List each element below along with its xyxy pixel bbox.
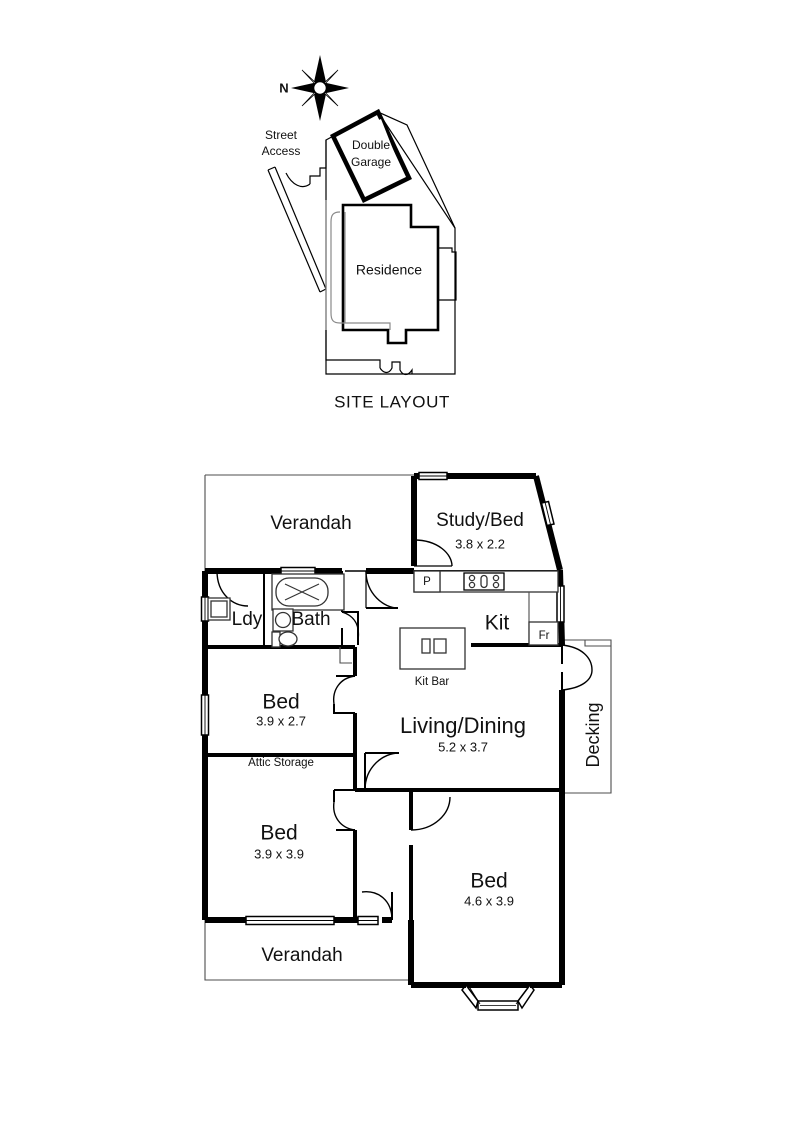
laundry-trough-icon — [207, 597, 231, 621]
kit-bar-island — [399, 627, 466, 670]
door-rear-verandah — [361, 891, 393, 921]
room-dim-study-bed: 3.8 x 2.2 — [455, 536, 505, 551]
door-study-bed — [413, 539, 453, 567]
room-label-study-bed: Study/Bed — [436, 510, 524, 531]
residence-label: Residence — [356, 262, 422, 278]
door-bed3 — [410, 796, 451, 831]
window-study-angled — [540, 500, 555, 527]
annotation-pantry: P — [423, 576, 431, 588]
site-boundary-upper-right — [377, 111, 456, 229]
room-dim-bed3: 4.6 x 3.9 — [464, 893, 514, 908]
driveway-head — [267, 166, 276, 171]
annotation-attic-storage: Attic Storage — [248, 757, 314, 769]
room-label-kitchen: Kit — [485, 612, 510, 635]
driveway-edge-inner — [274, 166, 327, 290]
door-bath — [341, 611, 360, 645]
door-bed1 — [333, 675, 356, 714]
double-garage-fill — [338, 119, 404, 195]
room-label-bed1: Bed — [262, 691, 299, 714]
window-kitchen-right — [556, 585, 565, 623]
site-layout-title: SITE LAYOUT — [334, 392, 450, 411]
door-front-entry — [345, 570, 399, 609]
site-path-step — [379, 361, 413, 376]
room-label-bed2: Bed — [260, 822, 297, 845]
room-label-laundry: Ldy — [232, 609, 263, 630]
room-dim-bed2: 3.9 x 3.9 — [254, 846, 304, 861]
window-bed1-left — [200, 694, 210, 736]
fridge-recess — [528, 621, 559, 646]
residence-verandah-outline — [330, 211, 391, 330]
residence-decking-bump — [438, 247, 457, 301]
room-label-decking: Decking — [583, 702, 603, 767]
decking-top-step — [584, 640, 611, 647]
residence-outline — [341, 203, 440, 345]
door-hall-living — [364, 752, 400, 791]
decking-outline — [561, 639, 612, 794]
wall-nib-below-bath — [339, 647, 352, 664]
cooktop-icon — [463, 572, 505, 591]
street-access-gate — [285, 172, 311, 188]
door-laundry — [216, 570, 249, 607]
window-hall-rear-small — [357, 915, 379, 926]
street-access-label-line2: Access — [262, 144, 301, 158]
driveway-edge-outer — [267, 169, 321, 293]
toilet-icon — [271, 631, 298, 648]
room-label-verandah-front: Verandah — [270, 513, 351, 534]
site-path — [325, 330, 381, 368]
pantry-box — [413, 570, 441, 593]
room-label-living-dining: Living/Dining — [400, 713, 526, 738]
room-label-bed3: Bed — [470, 870, 507, 893]
compass-rose-icon — [291, 55, 349, 121]
bathtub-icon — [271, 573, 345, 611]
double-garage-label-line2: Garage — [351, 155, 391, 169]
verandah-rear-outline — [204, 920, 411, 981]
window-bed2-rear — [245, 915, 335, 926]
room-dim-living-dining: 5.2 x 3.7 — [438, 739, 488, 754]
annotation-kit-bar: Kit Bar — [415, 676, 450, 688]
bay-window-icon — [411, 982, 562, 1011]
street-access-kerb — [309, 140, 327, 184]
driveway-tail — [319, 288, 327, 293]
double-garage-label-line1: Double — [352, 138, 390, 152]
annotation-fridge: Fr — [539, 630, 550, 642]
room-label-bathroom: Bath — [291, 609, 330, 630]
room-label-verandah-rear: Verandah — [261, 945, 342, 966]
compass-north-label: N — [279, 80, 288, 95]
basin-icon — [272, 608, 294, 632]
double-garage-outline — [330, 108, 412, 204]
room-dim-bed1: 3.9 x 2.7 — [256, 713, 306, 728]
door-decking — [561, 644, 593, 691]
door-bed2 — [333, 789, 356, 831]
window-study-top — [418, 471, 448, 481]
street-access-label-line1: Street — [265, 128, 298, 142]
